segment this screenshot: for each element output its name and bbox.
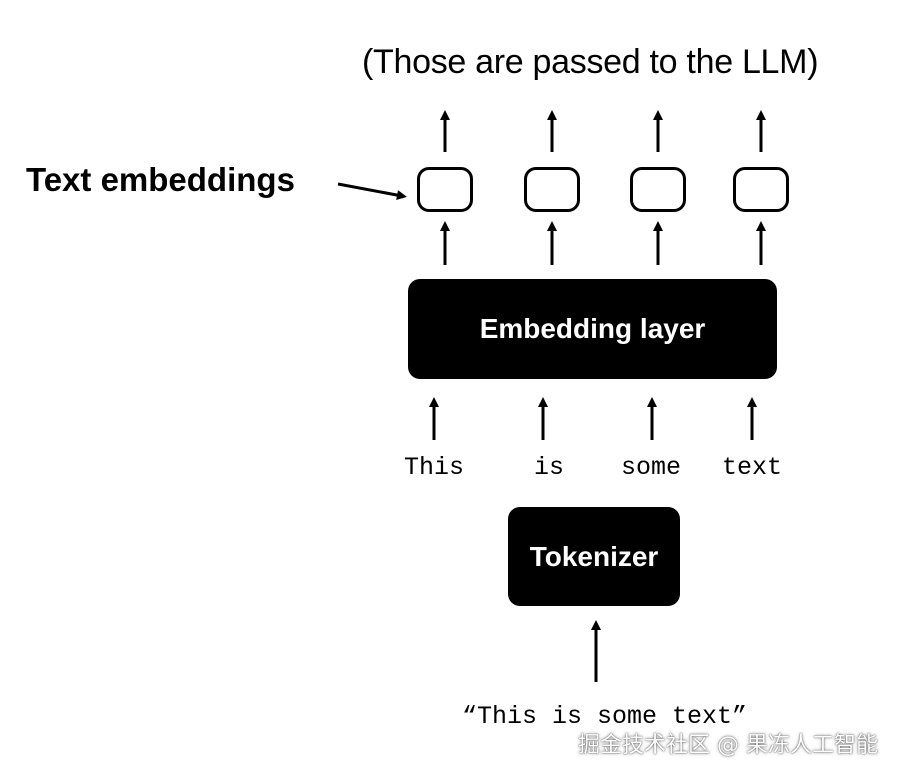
embedding-vector-box-1	[417, 167, 473, 212]
tokenizer-label: Tokenizer	[529, 540, 659, 572]
token-3: some	[620, 453, 682, 482]
embedding-vector-box-2	[524, 167, 580, 212]
embedding-vector-box-4	[733, 167, 789, 212]
token-4: text	[721, 453, 783, 482]
input-text: “This is some text”	[462, 702, 748, 731]
embedding-layer-block: Embedding layer	[408, 279, 777, 379]
arrow-label-pointer	[337, 182, 407, 200]
text-embeddings-label: Text embeddings	[26, 161, 295, 198]
embedding-layer-label: Embedding layer	[479, 313, 706, 344]
embedding-vector-box-3	[630, 167, 686, 212]
top-caption: (Those are passed to the LLM)	[362, 43, 819, 81]
tokenizer-block: Tokenizer	[508, 507, 680, 606]
watermark: 掘金技术社区 @ 果冻人工智能	[578, 733, 878, 758]
token-1: This	[403, 453, 465, 482]
token-2: is	[533, 453, 565, 482]
